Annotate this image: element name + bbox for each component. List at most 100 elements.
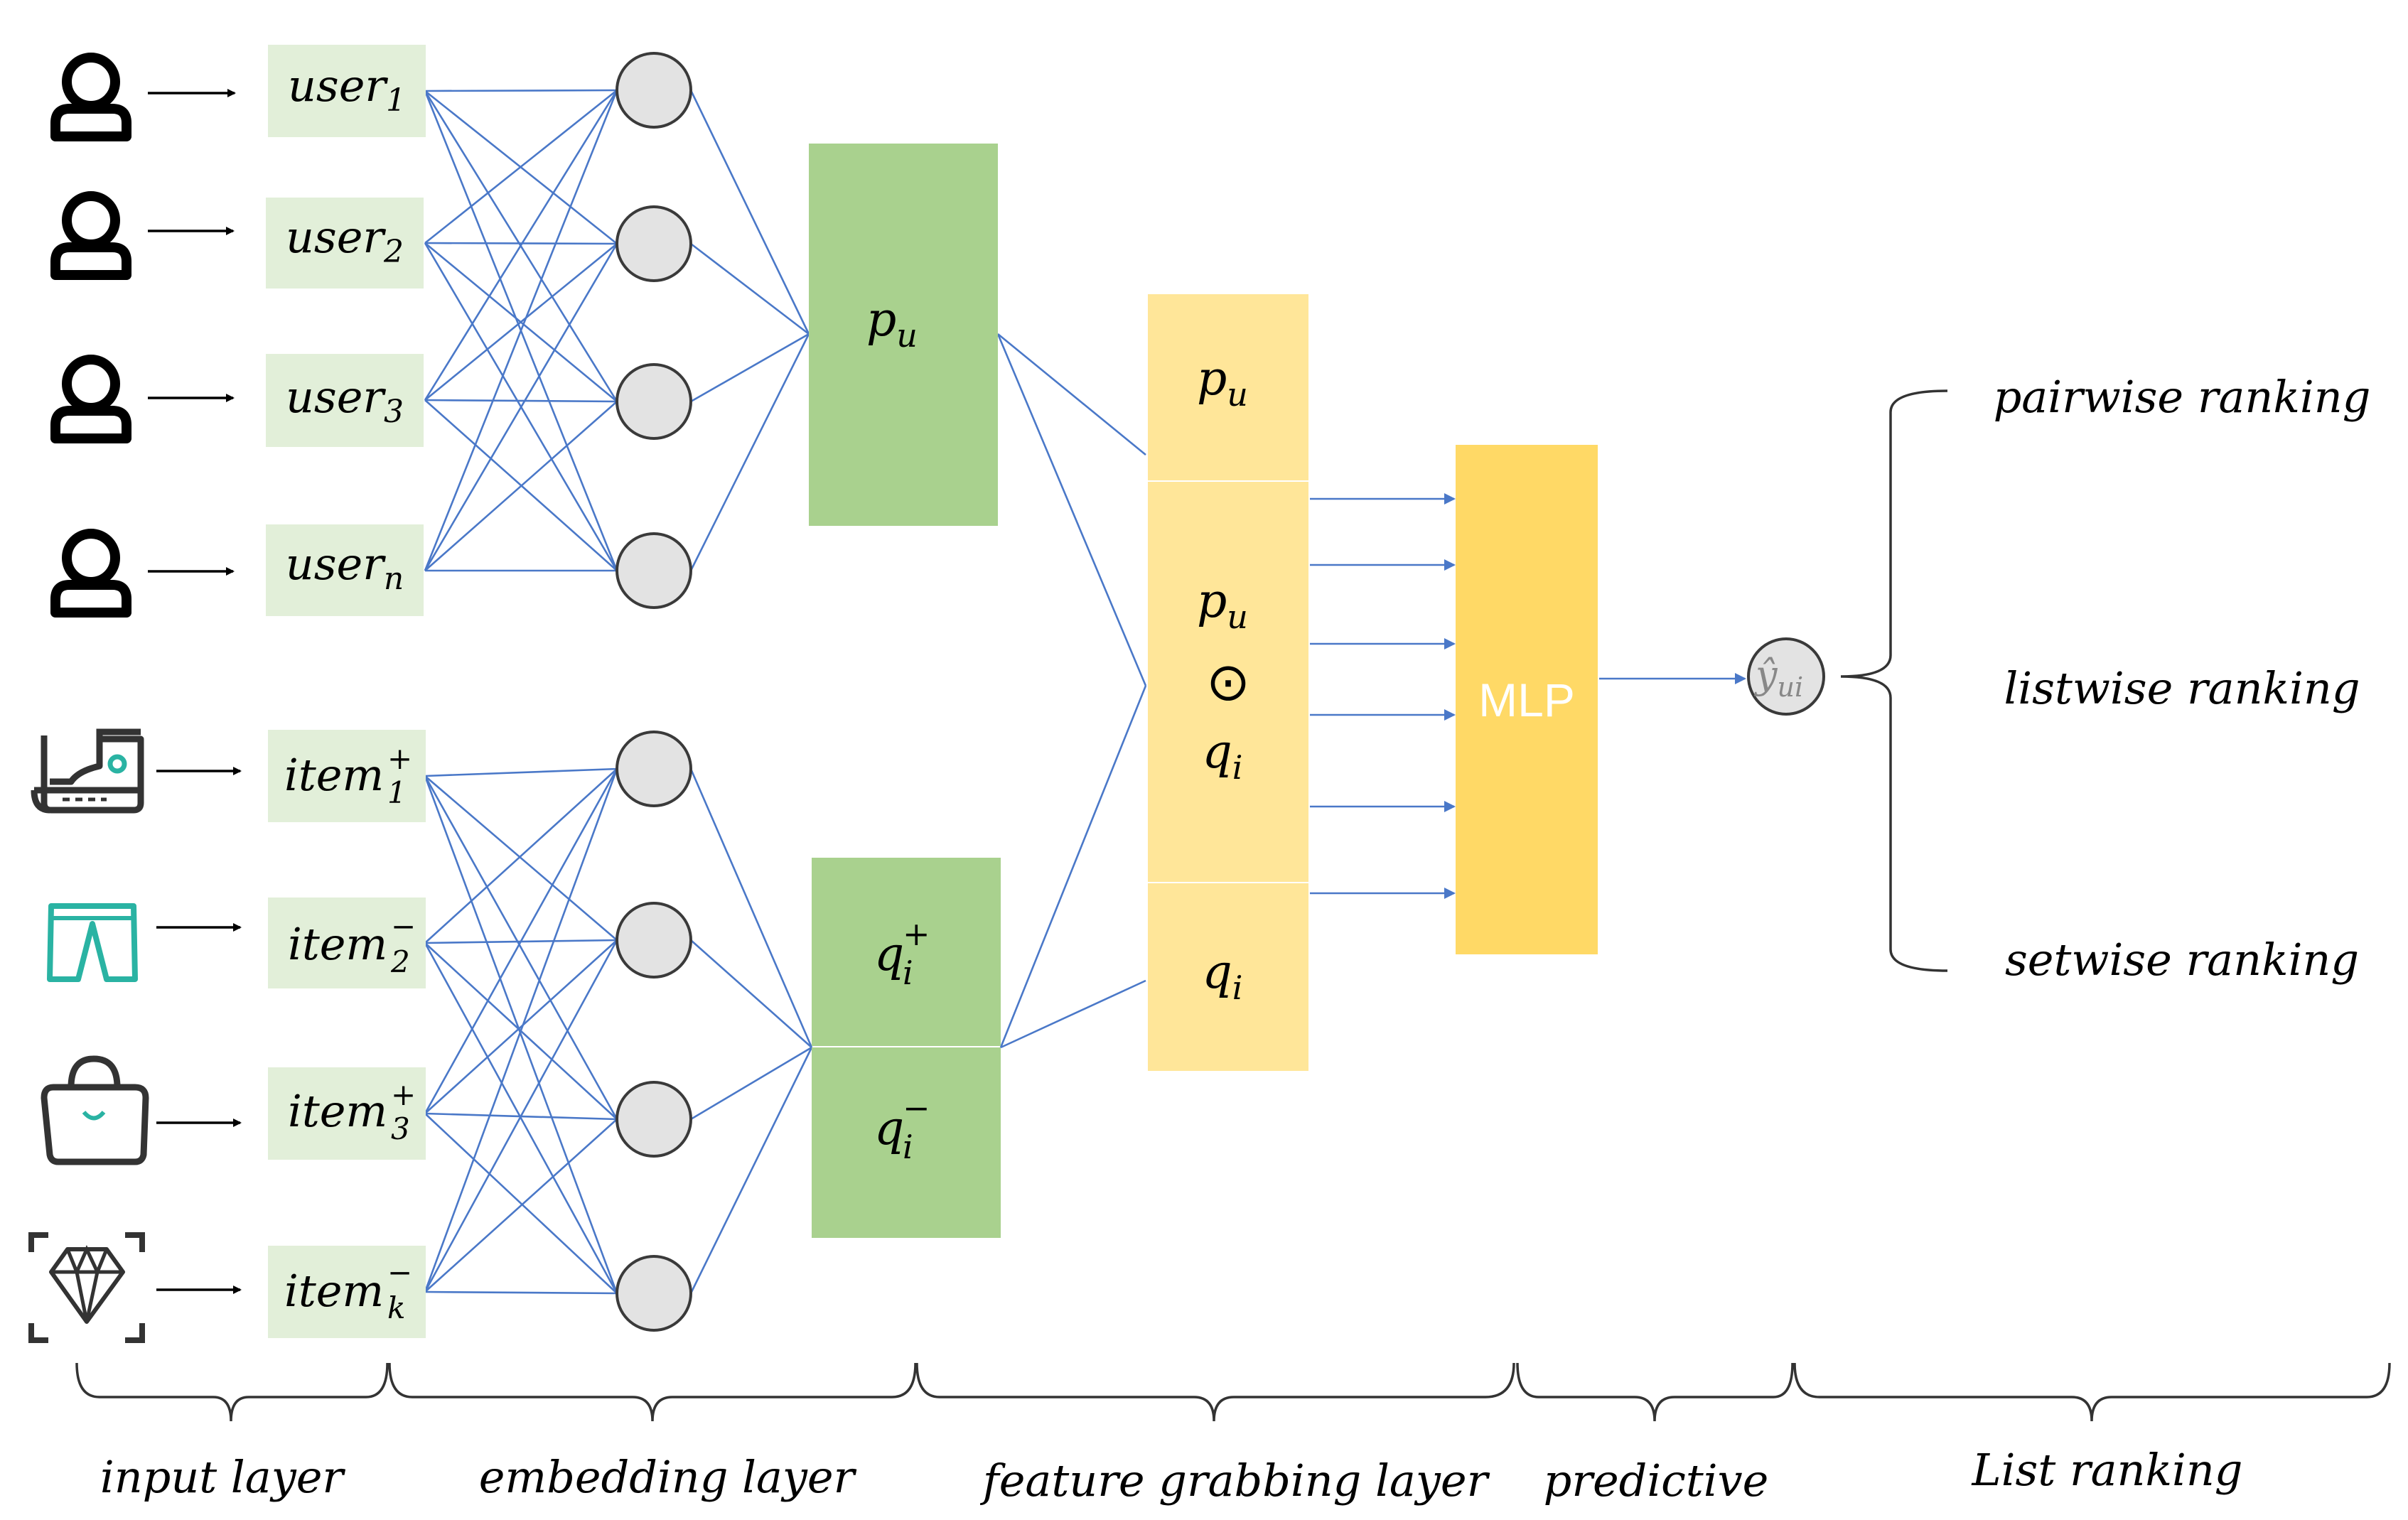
node-to-embedding-connection (690, 1046, 812, 1121)
input-to-node-connection (424, 1113, 618, 1294)
hidden-node (616, 1255, 692, 1332)
svg-text:qi: qi (1203, 724, 1243, 787)
hidden-node (616, 205, 692, 282)
svg-text:pu: pu (1197, 351, 1248, 414)
item-box: item − 2 (268, 898, 426, 988)
svg-text:2: 2 (390, 944, 410, 979)
input-to-node-connection (424, 775, 618, 1294)
input-to-node-connection (424, 89, 618, 92)
input-to-node-connection (424, 243, 618, 571)
embedding-to-feature-connection (1000, 979, 1146, 1049)
positive-item-embedding-box: q + i (812, 858, 1001, 1046)
svg-text:item: item (288, 1085, 387, 1137)
svg-text:q: q (874, 1101, 904, 1155)
user-box: user3 (266, 354, 424, 447)
user-icon (50, 355, 131, 443)
list-ranking-label: List ranking (1972, 1444, 2243, 1496)
svg-text:usern: usern (286, 538, 404, 597)
svg-text:3: 3 (391, 1111, 410, 1146)
input-to-node-connection (424, 1290, 618, 1295)
user-box: usern (266, 524, 424, 616)
input-to-node-connection (424, 242, 618, 245)
output-node (1747, 637, 1825, 716)
input-to-node-connection (424, 242, 618, 401)
hidden-node (616, 532, 692, 609)
negative-item-embedding-box: q − i (812, 1047, 1001, 1238)
element-wise-product-symbol: ⊙ (1206, 652, 1250, 711)
input-to-node-connection (424, 90, 618, 401)
svg-text:user2: user2 (286, 211, 404, 270)
hidden-node (616, 52, 692, 129)
svg-text:qi: qi (1203, 944, 1243, 1007)
svg-text:item: item (284, 749, 384, 801)
feature-box-bottom (1148, 883, 1308, 1071)
embedding-to-feature-connection (997, 333, 1146, 456)
layer-labels: input layer embedding layer feature grab… (100, 1444, 2243, 1506)
embedding-layer-label: embedding layer (479, 1451, 857, 1503)
svg-text:user3: user3 (286, 371, 404, 430)
svg-text:pu: pu (1197, 573, 1248, 636)
user-box: user1 (268, 45, 426, 137)
input-to-node-connection (424, 401, 618, 571)
svg-text:1: 1 (387, 775, 407, 810)
layer-braces (75, 1362, 2391, 1422)
input-to-node-connection (424, 90, 618, 571)
svg-text:item: item (284, 1265, 384, 1317)
node-to-embedding-connection (690, 939, 812, 1048)
input-to-node-connection (424, 939, 618, 1114)
hidden-node (616, 902, 692, 979)
user-embedding-box: pu (809, 144, 998, 526)
mlp-box (1456, 445, 1598, 954)
input-to-node-connection (424, 768, 618, 1293)
pants-icon (47, 903, 138, 982)
svg-text:−: − (391, 909, 416, 944)
input-to-node-connection (424, 768, 618, 1114)
input-to-node-connection (424, 89, 618, 244)
svg-text:q: q (874, 927, 904, 981)
input-layer: user1 user2 user3 usern item + 1 item − … (28, 45, 426, 1343)
user-icon (50, 53, 131, 141)
svg-text:pu: pu (866, 292, 918, 355)
sneaker-icon (31, 728, 144, 814)
input-to-node-connection (424, 942, 618, 1294)
network-connections (424, 89, 1456, 1295)
node-to-embedding-connection (689, 90, 810, 335)
svg-text:k: k (387, 1290, 405, 1325)
handbag-icon (41, 1055, 149, 1165)
item-box: item + 3 (268, 1067, 426, 1160)
embedding-to-feature-connection (999, 685, 1147, 1048)
hidden-node (616, 363, 692, 440)
input-layer-label: input layer (100, 1451, 346, 1503)
node-to-embedding-connection (689, 768, 813, 1048)
hidden-node (616, 731, 692, 807)
svg-text:MLP: MLP (1478, 674, 1575, 726)
svg-text:−: − (903, 1089, 930, 1127)
node-to-embedding-connection (690, 242, 810, 335)
user-icon (50, 529, 131, 618)
feature-grabbing-layer: pu pu ⊙ qi qi (1148, 294, 1308, 1071)
input-to-node-connection (424, 399, 618, 403)
item-box: item − k (268, 1246, 426, 1338)
embedding-to-feature-connection (996, 333, 1147, 686)
input-to-node-connection (424, 1119, 618, 1293)
diamond-icon (28, 1232, 145, 1343)
node-to-embedding-connection (689, 333, 810, 571)
node-to-embedding-connection (690, 333, 810, 403)
input-to-node-connection (424, 775, 618, 1120)
feature-box-top (1148, 294, 1308, 480)
setwise-ranking-label: setwise ranking (2005, 934, 2359, 986)
predictive-label: predictive (1544, 1455, 1769, 1506)
input-to-node-connection (424, 775, 618, 941)
pairwise-ranking-label: pairwise ranking (1994, 371, 2371, 423)
svg-text:i: i (903, 954, 913, 992)
listwise-ranking-label: listwise ranking (2004, 662, 2360, 714)
user-box: user2 (266, 198, 424, 289)
svg-text:user1: user1 (288, 60, 406, 119)
svg-text:i: i (903, 1128, 913, 1166)
svg-text:−: − (387, 1255, 412, 1290)
embedding-layer: pu q + i q − i (616, 52, 1001, 1332)
svg-text:+: + (391, 1077, 416, 1112)
ranking-brace (1840, 389, 1948, 972)
list-ranking: pairwise ranking listwise ranking setwis… (1840, 371, 2371, 986)
